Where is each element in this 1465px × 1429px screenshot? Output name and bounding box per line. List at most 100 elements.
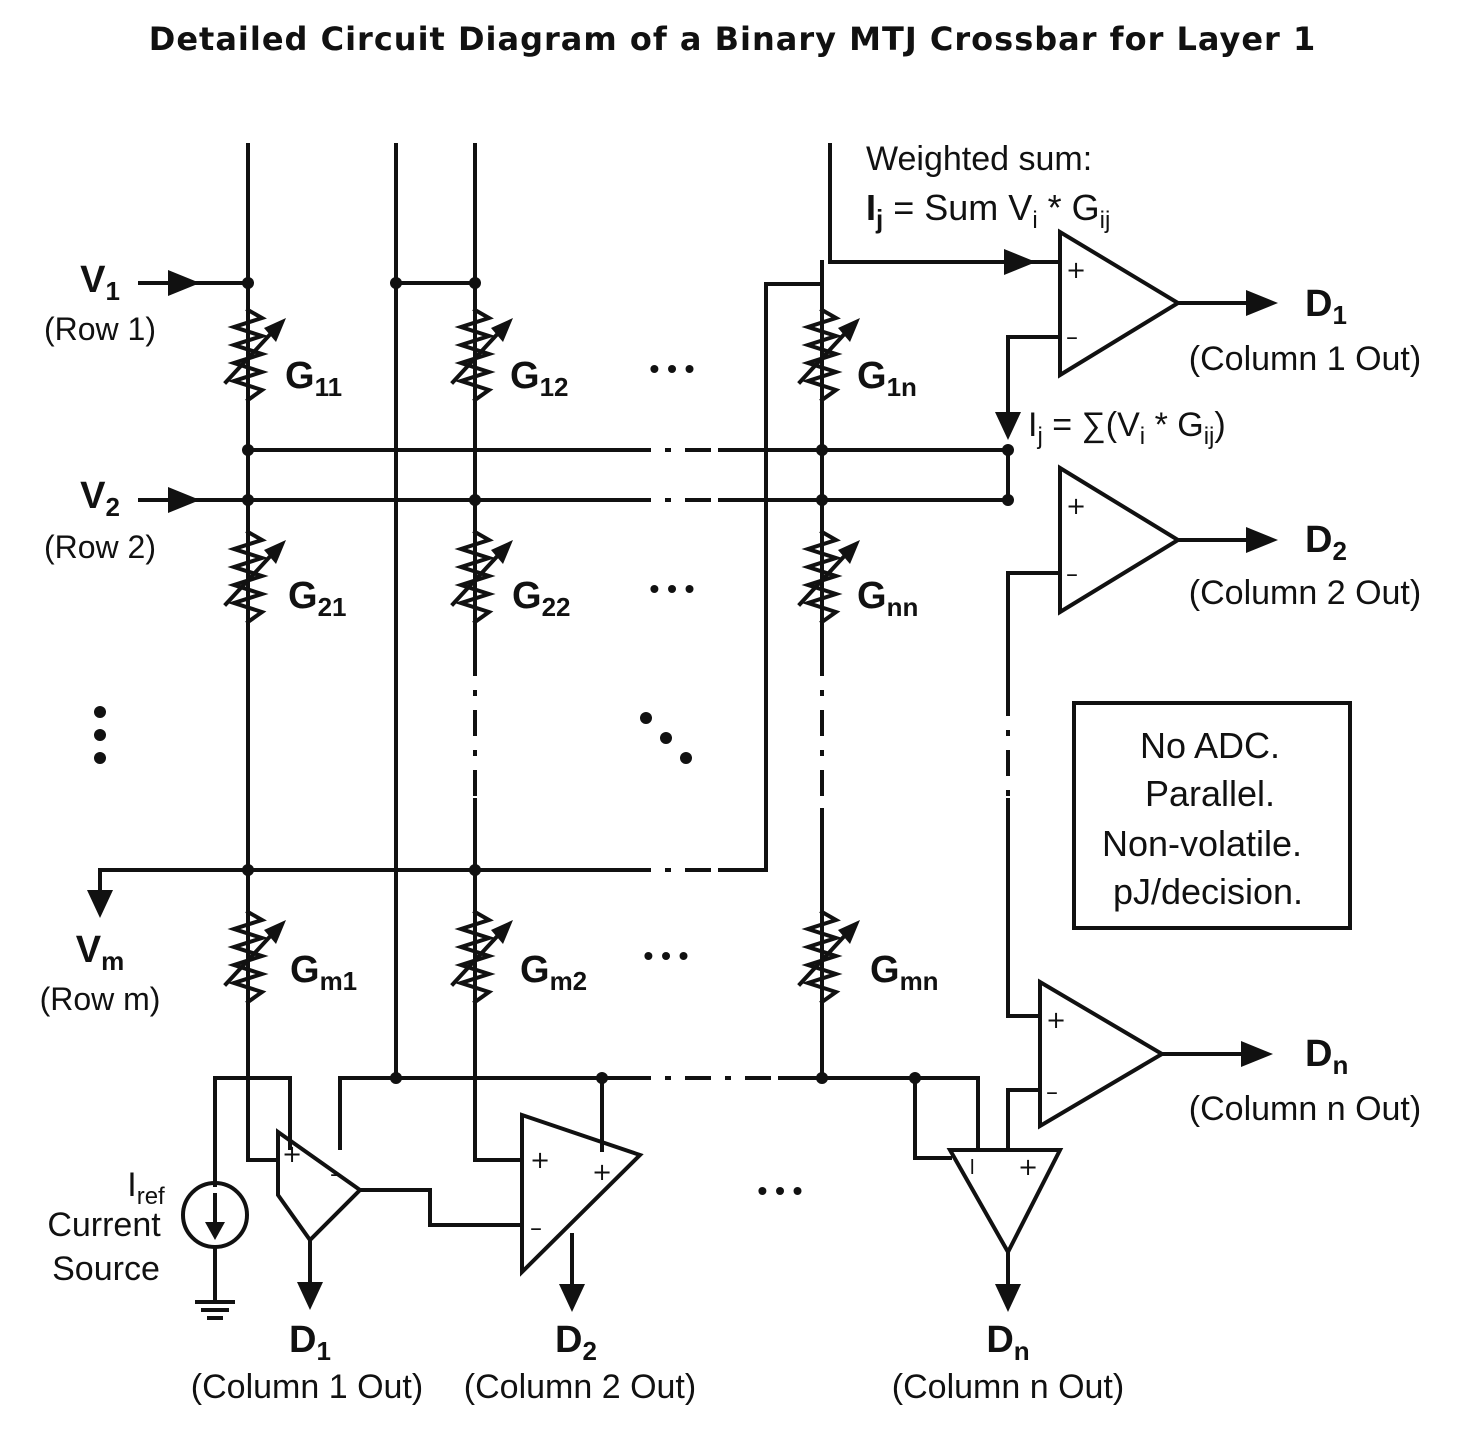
svg-text:Weighted sum:: Weighted sum: [866,140,1092,178]
svg-text:D1: D1 [289,1319,331,1366]
conductance-label: Gm1 [290,949,357,996]
variable-resistor-icon: Gnn [797,529,918,625]
opamp-column-n: + – [1038,978,1273,1130]
page-title: Detailed Circuit Diagram of a Binary MTJ… [148,20,1317,58]
junction-dots [242,277,1014,1084]
opamp-column-2: + – [1058,464,1278,616]
conductance-label: G22 [512,575,570,622]
weighted-sum-label: Weighted sum: Ij = Sum Vi * Gij [866,140,1110,234]
plus-sign: + [1046,1006,1066,1034]
ellipsis-row2: • • • [650,573,695,604]
svg-text:(Row 2): (Row 2) [44,529,156,565]
signal-arrows [87,249,1036,918]
conductance-label: G11 [285,355,342,402]
svg-text:Dn: Dn [986,1319,1029,1366]
variable-resistor-icon: G12 [450,307,568,403]
bottom-d2-arrow-icon [559,1284,585,1312]
ellipsis-rowm: • • • [644,940,689,971]
svg-text:Ij = Sum Vi * Gij: Ij = Sum Vi * Gij [866,187,1110,234]
variable-resistor-icon: Gmn [797,909,939,1005]
variable-resistor-icon: G22 [450,529,570,625]
conductance-label: G1n [857,355,917,402]
conductance-label: G21 [288,575,346,622]
row-m-label: Vm (Row m) [40,929,161,1017]
svg-text:V2: V2 [80,475,120,522]
ellipsis-row1: • • • [650,353,695,384]
variable-resistor-icon: G11 [223,307,342,403]
variable-resistor-icon: Gm1 [223,909,357,1005]
variable-resistor-icon: Gm2 [450,909,587,1005]
right-output-1: D1 (Column 1 Out) [1189,283,1421,378]
current-source [181,1076,249,1302]
svg-text:(Column n Out): (Column n Out) [892,1368,1124,1406]
comparator-n: l + [946,1148,1064,1312]
svg-text:Iref: Iref [127,1166,165,1210]
sum-arrow-icon [1004,249,1036,275]
d2-output-arrow-icon [1246,527,1278,553]
minus-sign: – [1066,560,1078,588]
note-line: No ADC. [1140,725,1280,766]
svg-text:(Row 1): (Row 1) [44,311,156,347]
plus-sign: + [530,1146,550,1174]
svg-text:l: l [970,1157,974,1179]
conductance-label: G12 [510,355,568,402]
plus-sign: + [1018,1153,1038,1181]
ellipsis-outputs: • • • [758,1175,803,1206]
bottom-d1-arrow-icon [297,1282,323,1310]
right-output-2: D2 (Column 2 Out) [1189,519,1421,612]
svg-text:(Column 2 Out): (Column 2 Out) [464,1368,696,1406]
svg-text:D2: D2 [555,1319,597,1366]
sum-down-arrow-icon [995,412,1021,440]
bottom-output-n: Dn (Column n Out) [892,1319,1124,1406]
row2-input-arrow-icon [168,487,200,513]
conductance-label: Gnn [857,575,918,622]
plus-sign: + [592,1158,612,1186]
rowm-output-arrow-icon [87,890,113,918]
plus-sign: + [1066,492,1086,520]
note-line: Non-volatile. [1102,823,1302,864]
svg-text:(Row m): (Row m) [40,981,161,1017]
minus-sign: – [1046,1078,1058,1106]
d1-output-arrow-icon [1246,290,1278,316]
plus-sign: + [282,1140,302,1168]
notes-box: No ADC. Parallel. Non-volatile. pJ/decis… [1072,701,1352,930]
plus-sign: + [1066,256,1086,284]
svg-text:V1: V1 [80,259,120,306]
row-2-label: V2 (Row 2) [44,475,156,565]
opamp-column-1: + – [1058,228,1278,379]
svg-text:(Column 2 Out): (Column 2 Out) [1189,574,1421,612]
bottom-output-1: D1 (Column 1 Out) [191,1319,423,1406]
sum-network [358,260,1062,1227]
conductance-label: Gm2 [520,949,587,996]
ground-icon [195,1300,235,1320]
svg-text:D1: D1 [1305,283,1347,330]
minus-sign: – [330,1160,342,1188]
column-wires [246,143,832,1162]
dn-output-arrow-icon [1241,1041,1273,1067]
current-source-label: Iref Current Source [47,1166,165,1288]
note-line: Parallel. [1145,773,1275,814]
comparator-1: + – [276,1128,364,1310]
svg-text:D2: D2 [1305,519,1347,566]
note-line: pJ/decision. [1113,871,1303,912]
svg-text:Dn: Dn [1305,1033,1348,1080]
svg-text:(Column 1 Out): (Column 1 Out) [191,1368,423,1406]
variable-resistor-icon: G21 [223,529,346,625]
bottom-output-2: D2 (Column 2 Out) [464,1319,696,1406]
svg-text:Source: Source [52,1250,160,1288]
variable-resistor-icon: G1n [797,307,917,403]
row-wires [98,281,1010,1150]
row-1-label: V1 (Row 1) [44,259,156,347]
right-output-n: Dn (Column n Out) [1189,1033,1421,1128]
minus-sign: – [1066,323,1078,351]
minus-sign: – [530,1214,542,1242]
current-direction-arrow-icon [205,1222,225,1240]
svg-text:Current: Current [47,1206,161,1244]
sum-formula-label: Ij = ∑(Vi * Gij) [1028,406,1226,450]
row1-input-arrow-icon [168,270,200,296]
conductance-label: Gmn [870,949,939,996]
svg-text:Vm: Vm [76,929,124,976]
bottom-dn-arrow-icon [995,1284,1021,1312]
